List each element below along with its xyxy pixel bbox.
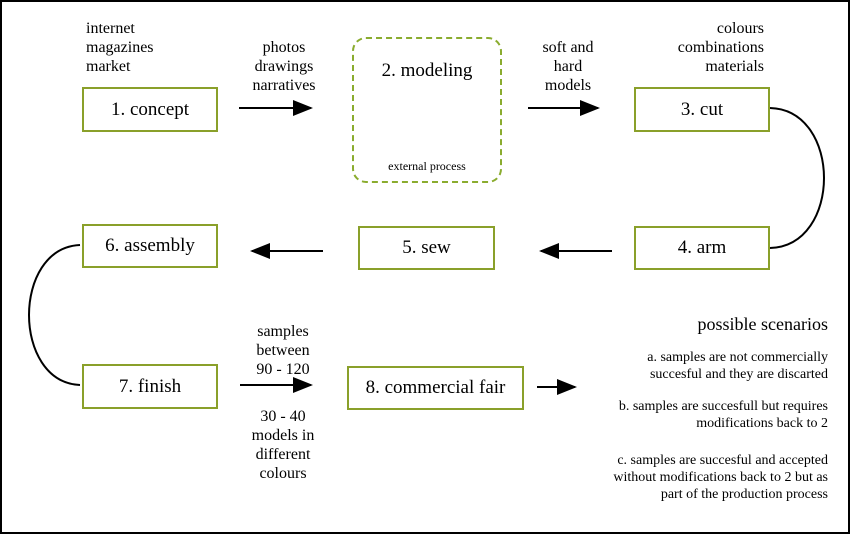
curve-assembly-to-finish bbox=[28, 244, 81, 386]
samples-label: samples between 90 - 120 bbox=[256, 323, 310, 378]
step-cut: 3. cut bbox=[634, 87, 770, 132]
step-modeling-label: 2. modeling bbox=[381, 60, 473, 81]
curve-cut-to-arm bbox=[769, 107, 825, 249]
step-concept: 1. concept bbox=[82, 87, 218, 132]
modeling-inputs-label: photos drawings narratives bbox=[252, 39, 316, 94]
scenario-c: c. samples are succesful and accepted wi… bbox=[613, 453, 828, 502]
models-label: 30 - 40 models in different colours bbox=[251, 408, 315, 482]
step-modeling: 2. modeling external process bbox=[352, 37, 502, 183]
scenarios-title: possible scenarios bbox=[697, 314, 828, 334]
step-assembly: 6. assembly bbox=[82, 224, 218, 268]
scenario-b: b. samples are succesfull but requires m… bbox=[618, 399, 828, 431]
cut-inputs-label: soft and hard models bbox=[542, 39, 594, 94]
step-commercial-fair: 8. commercial fair bbox=[347, 366, 524, 410]
step-finish: 7. finish bbox=[82, 364, 218, 409]
cut-parameters-label: colours combinations materials bbox=[677, 20, 764, 75]
external-process-note: external process bbox=[388, 159, 466, 173]
step-arm: 4. arm bbox=[634, 226, 770, 270]
scenario-a: a. samples are not commercially succesfu… bbox=[647, 350, 828, 382]
step-sew: 5. sew bbox=[358, 226, 495, 270]
concept-sources: internet magazines market bbox=[86, 20, 154, 75]
